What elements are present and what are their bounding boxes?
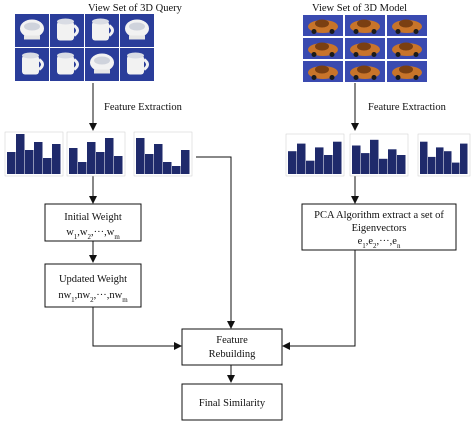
feature-histogram bbox=[349, 133, 409, 177]
pca-line2: Eigenvectors bbox=[352, 223, 407, 234]
updated-weight-vars: nw1,nw2,···,nwm bbox=[58, 290, 128, 304]
query-view-thumbnail bbox=[50, 14, 84, 47]
rebuilding-line2: Rebuilding bbox=[209, 349, 256, 360]
arrow-updated-weight-to-rebuilding bbox=[92, 307, 182, 350]
rebuilding-line1: Feature bbox=[216, 335, 248, 346]
histogram-bar bbox=[16, 134, 25, 174]
histogram-bar bbox=[352, 145, 361, 174]
query-view-thumbnail bbox=[15, 14, 49, 47]
histogram-bar bbox=[436, 147, 444, 174]
histogram-bar bbox=[444, 151, 452, 174]
query-view-thumbnail bbox=[120, 48, 154, 81]
model-view-thumbnail bbox=[303, 61, 343, 82]
initial-weight-title: Initial Weight bbox=[64, 212, 122, 223]
histogram-bar bbox=[145, 154, 154, 174]
histogram-bar bbox=[306, 160, 315, 174]
query-title: View Set of 3D Query bbox=[88, 3, 183, 14]
histogram-bar bbox=[181, 150, 190, 174]
model-view-thumbnail bbox=[303, 38, 343, 59]
query-view-thumbnail bbox=[85, 48, 119, 81]
final-similarity-box bbox=[181, 383, 283, 421]
histogram-bar bbox=[379, 158, 388, 174]
model-view-set bbox=[303, 15, 427, 82]
histogram-bar bbox=[333, 141, 342, 174]
histogram-bar bbox=[297, 143, 306, 174]
histogram-bar bbox=[154, 144, 163, 174]
histogram-bar bbox=[136, 138, 145, 174]
arrow-query-histogram-to-rebuilding bbox=[196, 156, 235, 329]
histogram-bar bbox=[324, 155, 333, 174]
pca-line1: PCA Algorithm extract a set of bbox=[314, 210, 444, 221]
model-view-thumbnail bbox=[345, 61, 385, 82]
model-view-thumbnail bbox=[387, 61, 427, 82]
model-view-thumbnail bbox=[345, 15, 385, 36]
histogram-bar bbox=[288, 151, 297, 174]
updated-weight-title: Updated Weight bbox=[59, 274, 127, 285]
histogram-bar bbox=[105, 138, 114, 174]
model-title: View Set of 3D Model bbox=[312, 3, 407, 14]
feature-extraction-label-right: Feature Extraction bbox=[368, 102, 447, 113]
model-view-thumbnail bbox=[387, 15, 427, 36]
histogram-bar bbox=[397, 155, 406, 174]
histogram-bar bbox=[34, 142, 43, 174]
initial-weight-box bbox=[44, 203, 142, 242]
histogram-bar bbox=[87, 142, 96, 174]
feature-histogram bbox=[133, 131, 193, 177]
pca-vars: e1,e2,···,en bbox=[358, 236, 401, 250]
histogram-bar bbox=[452, 162, 460, 174]
query-view-thumbnail bbox=[15, 48, 49, 81]
histogram-bar bbox=[172, 166, 181, 174]
model-view-thumbnail bbox=[345, 38, 385, 59]
histogram-bar bbox=[370, 139, 379, 174]
histogram-bar bbox=[78, 162, 87, 174]
arrow-pca-to-rebuilding bbox=[282, 250, 356, 350]
histogram-bar bbox=[420, 141, 428, 174]
histogram-bar bbox=[52, 144, 61, 174]
histogram-bar bbox=[43, 158, 52, 174]
updated-weight-box bbox=[44, 263, 142, 308]
model-view-thumbnail bbox=[303, 15, 343, 36]
histograms bbox=[4, 131, 471, 177]
pca-box bbox=[301, 203, 457, 251]
histogram-bar bbox=[114, 156, 123, 174]
histogram-bar bbox=[69, 148, 78, 174]
histogram-bar bbox=[428, 156, 436, 174]
query-view-thumbnail bbox=[120, 14, 154, 47]
histogram-bar bbox=[460, 143, 468, 174]
histogram-bar bbox=[163, 162, 172, 174]
model-view-thumbnail bbox=[387, 38, 427, 59]
connectors bbox=[89, 83, 359, 383]
histogram-bar bbox=[388, 149, 397, 174]
query-view-thumbnail bbox=[50, 48, 84, 81]
query-view-thumbnail bbox=[85, 14, 119, 47]
feature-histogram bbox=[66, 131, 126, 177]
feature-histogram bbox=[285, 133, 345, 177]
histogram-bar bbox=[361, 153, 370, 174]
initial-weight-vars: w1,w2,···,wm bbox=[66, 227, 120, 241]
histogram-bar bbox=[96, 152, 105, 174]
feature-histogram bbox=[417, 133, 471, 177]
feature-rebuilding-box bbox=[181, 328, 283, 366]
feature-extraction-label-left: Feature Extraction bbox=[104, 102, 183, 113]
histogram-bar bbox=[25, 150, 34, 174]
final-similarity-label: Final Similarity bbox=[199, 398, 266, 409]
histogram-bar bbox=[315, 147, 324, 174]
histogram-bar bbox=[7, 152, 16, 174]
feature-histogram bbox=[4, 131, 64, 177]
query-view-set bbox=[15, 14, 154, 81]
